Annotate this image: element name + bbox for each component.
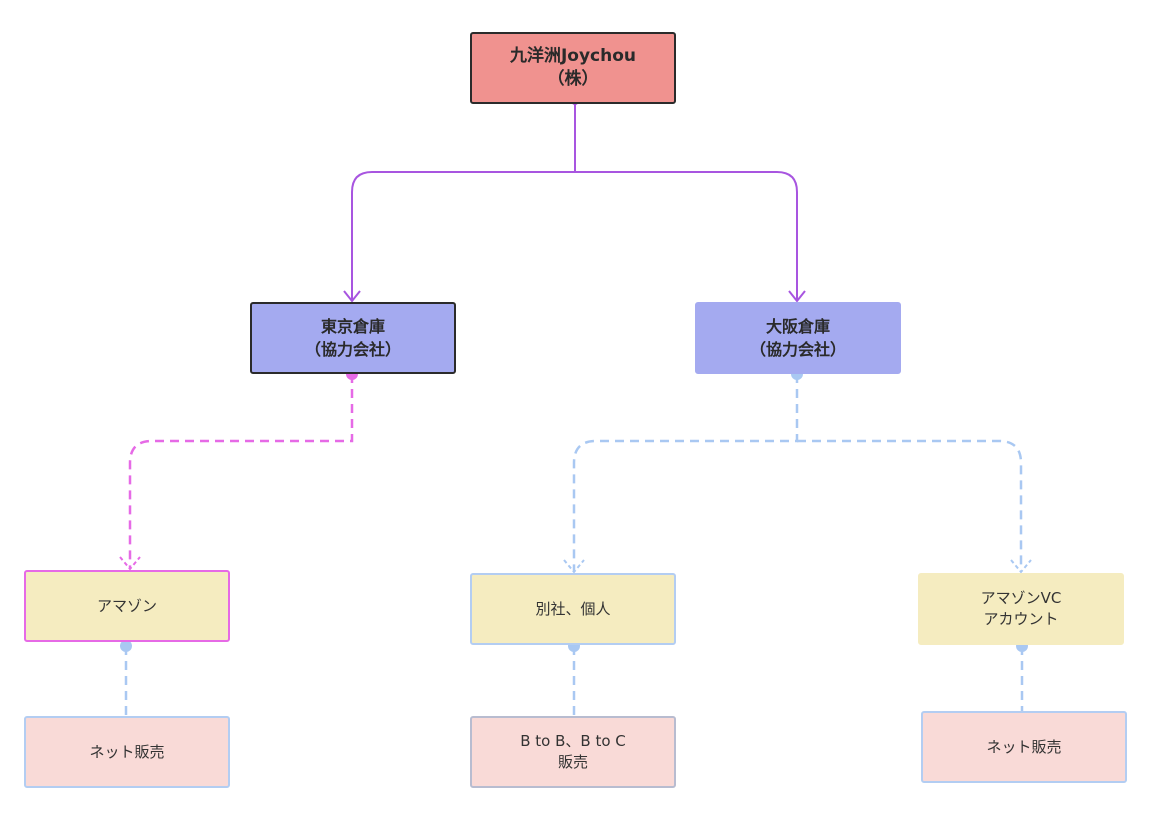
- channel-node-label: アマゾン: [96, 596, 157, 615]
- channel-node-other-company-individual[interactable]: 別社、個人: [470, 573, 676, 645]
- connector-tokyo-amazon: [128, 374, 354, 568]
- arrowhead-amazonvc: [1010, 559, 1032, 574]
- root-node-label: 九洋洲Joychou （株）: [509, 46, 637, 89]
- sales-node-net-sales-amazon[interactable]: ネット販売: [24, 716, 230, 788]
- sales-node-label: ネット販売: [89, 742, 165, 761]
- channel-node-label: アマゾンVC アカウント: [980, 589, 1062, 628]
- channel-node-label: 別社、個人: [535, 599, 611, 618]
- arrowhead-tokyo: [343, 290, 361, 303]
- sales-node-label: B to B、B to C 販売: [520, 732, 626, 771]
- arrowhead-amazon: [119, 556, 141, 571]
- connector-dot-amazon: [120, 640, 132, 652]
- sales-node-b2b-b2c[interactable]: B to B、B to C 販売: [470, 716, 676, 788]
- sales-node-label: ネット販売: [986, 737, 1062, 756]
- connector-root-osaka: [575, 171, 798, 300]
- warehouse-node-osaka[interactable]: 大阪倉庫 （協力会社）: [695, 302, 901, 374]
- arrowhead-other: [563, 559, 585, 574]
- sales-node-net-sales-amazon-vc[interactable]: ネット販売: [921, 711, 1127, 783]
- warehouse-node-label: 大阪倉庫 （協力会社）: [749, 317, 846, 359]
- channel-node-amazon[interactable]: アマゾン: [24, 570, 230, 642]
- channel-node-amazon-vc[interactable]: アマゾンVC アカウント: [918, 573, 1124, 645]
- connector-root-tokyo: [351, 103, 576, 300]
- connector-osaka-other: [572, 374, 799, 571]
- connector-osaka-amazonvc: [797, 439, 1023, 571]
- warehouse-node-label: 東京倉庫 （協力会社）: [304, 317, 401, 359]
- arrowhead-osaka: [788, 290, 806, 303]
- warehouse-node-tokyo[interactable]: 東京倉庫 （協力会社）: [250, 302, 456, 374]
- root-node-company[interactable]: 九洋洲Joychou （株）: [470, 32, 676, 104]
